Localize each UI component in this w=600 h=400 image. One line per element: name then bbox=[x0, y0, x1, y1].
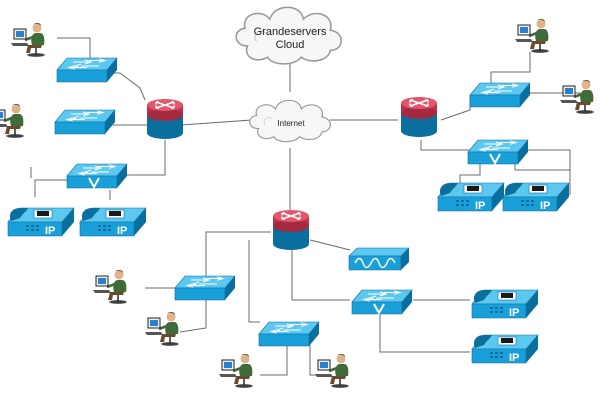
user-s-2[interactable] bbox=[143, 310, 181, 348]
user-s-3[interactable] bbox=[217, 352, 255, 390]
ip-phone-w1[interactable]: IP bbox=[7, 207, 75, 237]
ip-phone-label: IP bbox=[509, 307, 519, 319]
user-ne-2[interactable] bbox=[558, 78, 596, 116]
voice-switch-south[interactable] bbox=[352, 290, 412, 314]
grandeservers-cloud-label-line1: Grandeservers bbox=[254, 26, 327, 38]
ip-phone-label: IP bbox=[540, 200, 550, 212]
router-east[interactable] bbox=[400, 96, 438, 138]
grandeservers-cloud: Grandeservers Cloud bbox=[235, 6, 343, 65]
user-ne-1[interactable] bbox=[513, 17, 551, 55]
user-nw-2[interactable] bbox=[0, 102, 26, 140]
switch-nw-2[interactable] bbox=[54, 109, 116, 135]
user-s-1[interactable] bbox=[91, 268, 129, 306]
internet-cloud: Internet bbox=[249, 99, 331, 143]
ip-phone-label: IP bbox=[475, 200, 485, 212]
ip-phone-label: IP bbox=[45, 225, 55, 237]
user-nw-1[interactable] bbox=[9, 21, 47, 59]
grandeservers-cloud-label-line2: Cloud bbox=[276, 39, 305, 51]
switch-east[interactable] bbox=[469, 82, 531, 108]
user-s-4[interactable] bbox=[313, 352, 351, 390]
router-south[interactable] bbox=[272, 209, 310, 251]
voice-switch-east[interactable] bbox=[468, 140, 528, 164]
voice-switch-west[interactable] bbox=[67, 164, 127, 188]
ip-phone-s2[interactable]: IP bbox=[471, 334, 539, 364]
network-links bbox=[30, 37, 580, 376]
switch-south-1[interactable] bbox=[174, 275, 236, 301]
ip-phone-w2[interactable]: IP bbox=[79, 207, 147, 237]
switch-south-2[interactable] bbox=[258, 321, 320, 347]
ip-phone-e2[interactable]: IP bbox=[502, 182, 570, 212]
ip-phone-s1[interactable]: IP bbox=[471, 289, 539, 319]
internet-cloud-label: Internet bbox=[277, 119, 305, 128]
router-west[interactable] bbox=[146, 98, 184, 140]
ip-phone-e1[interactable]: IP bbox=[437, 182, 505, 212]
wan-optimizer[interactable] bbox=[348, 247, 410, 271]
ip-phone-label: IP bbox=[117, 225, 127, 237]
ip-phone-label: IP bbox=[509, 352, 519, 364]
switch-nw-1[interactable] bbox=[56, 57, 118, 83]
